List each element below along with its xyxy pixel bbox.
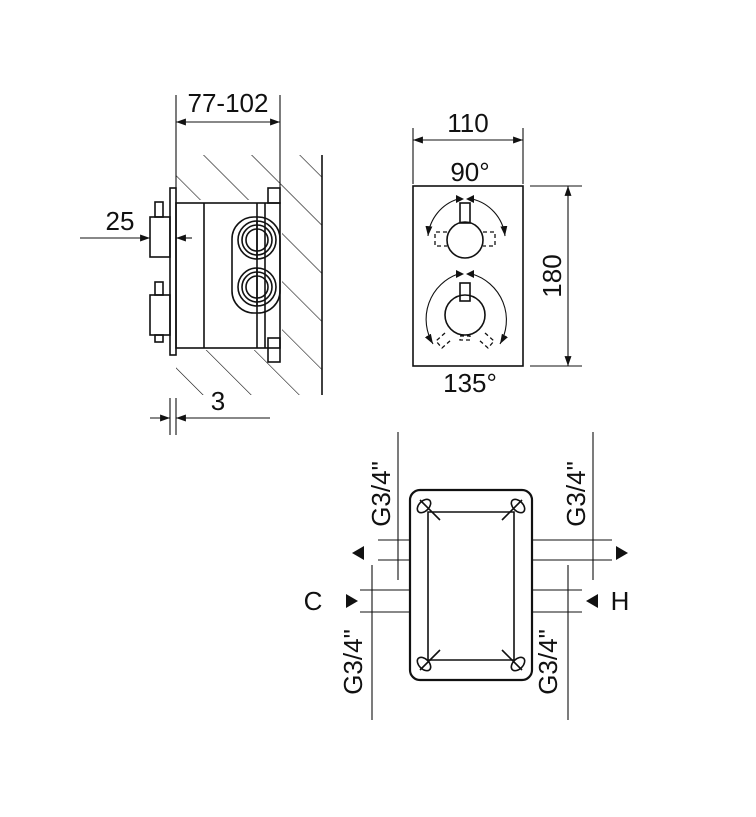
top-flange	[267, 187, 281, 204]
cover-plate	[169, 187, 177, 356]
hot-inlet-arrow	[586, 594, 598, 608]
box-view: G3/4" G3/4" C G3/4" H G3/4"	[304, 432, 630, 720]
mounting-box-outer	[408, 488, 534, 682]
depth-dimension-label: 77-102	[188, 88, 269, 118]
side-view: 77-102 25 3	[80, 88, 323, 435]
thread-bottom-right-label: G3/4"	[533, 629, 563, 695]
height-dimension-label: 180	[537, 254, 567, 297]
thread-bottom-left-label: G3/4"	[338, 629, 368, 695]
thread-top-right-label: G3/4"	[561, 461, 591, 527]
mounting-box-inner	[427, 511, 515, 661]
cold-inlet-arrow	[346, 594, 358, 608]
cold-inlet-label: C	[304, 586, 323, 616]
port-upper	[237, 220, 277, 260]
upper-knob	[425, 195, 508, 259]
knob-dimension-label: 25	[106, 206, 135, 236]
thread-top-left-label: G3/4"	[366, 461, 396, 527]
knob-upper	[149, 201, 171, 258]
lower-rotation-label: 135°	[443, 368, 497, 398]
hot-inlet-label: H	[611, 586, 630, 616]
outlet-arrow-right	[616, 546, 628, 560]
port-housing	[231, 216, 281, 314]
port-lower	[237, 267, 277, 307]
plate-dimension-label: 3	[211, 386, 225, 416]
knob-lower	[149, 281, 171, 343]
cover-plate-front	[412, 185, 524, 367]
upper-rotation-label: 90°	[450, 157, 489, 187]
outlet-arrow-left	[352, 546, 364, 560]
lower-knob	[424, 270, 508, 349]
front-view: 110 90° 180 135°	[412, 108, 582, 398]
wall-hatching	[176, 155, 322, 395]
bottom-flange	[267, 337, 281, 363]
width-dimension-label: 110	[447, 108, 488, 138]
